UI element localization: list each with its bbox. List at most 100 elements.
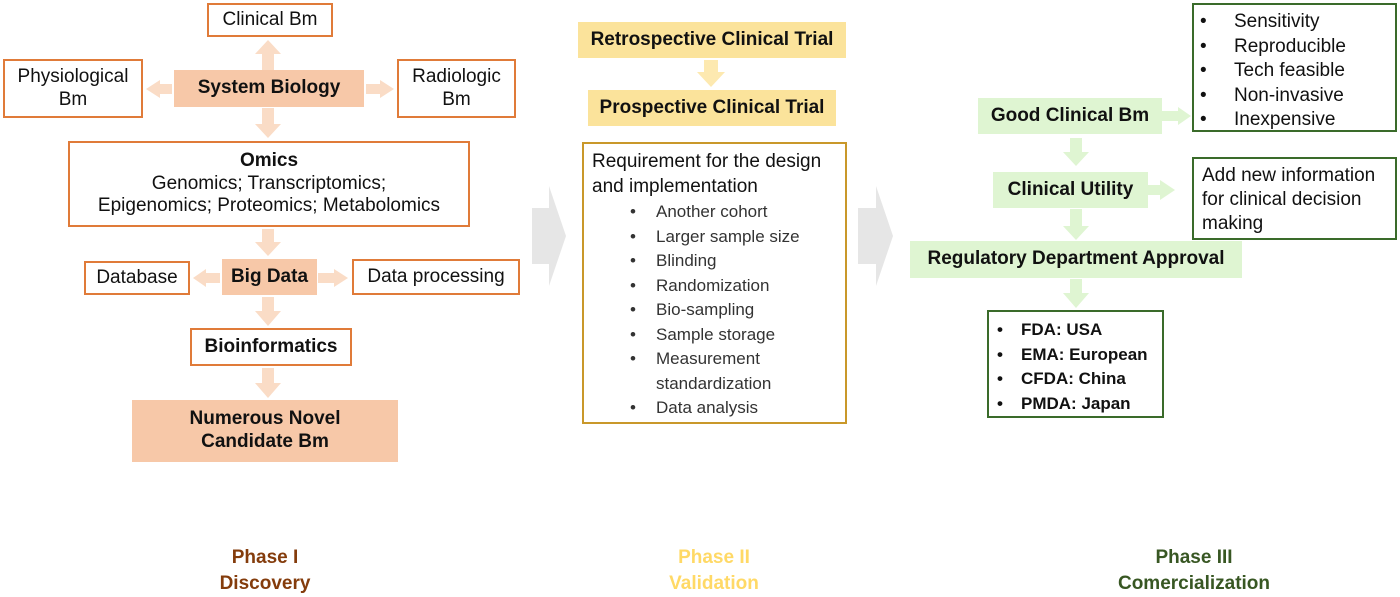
criteria-item: •Reproducible xyxy=(1200,35,1389,60)
agency-item: •PMDA: Japan xyxy=(997,392,1154,417)
database-box: Database xyxy=(84,261,190,295)
data-processing-box: Data processing xyxy=(352,259,520,295)
agencies-list: • FDA: USA • EMA: European •CFDA: China•PMDA… xyxy=(997,318,1154,416)
arrow-to-radiologic xyxy=(366,80,394,98)
requirement-item-text: Measurement standardization xyxy=(656,349,772,393)
agency-item-text: EMA: European xyxy=(1021,344,1148,364)
bullet-icon: • xyxy=(630,275,636,295)
arrow-to-physiological xyxy=(146,80,172,98)
radiologic-bm-box: Radiologic Bm xyxy=(397,59,516,118)
phase-3-label: Phase III Comercialization xyxy=(1094,545,1294,596)
arrow-to-data-processing xyxy=(318,269,348,287)
retrospective-trial-box: Retrospective Clinical Trial xyxy=(578,22,846,58)
bioinformatics-label: Bioinformatics xyxy=(204,335,338,357)
system-biology-label: System Biology xyxy=(197,77,341,99)
retrospective-trial-label: Retrospective Clinical Trial xyxy=(590,28,834,50)
bullet-icon: • xyxy=(630,202,636,222)
system-biology-box: System Biology xyxy=(174,70,364,107)
candidates-label: Numerous Novel Candidate Bm xyxy=(189,408,341,452)
phase-1-label: Phase I Discovery xyxy=(165,545,365,596)
omics-box: Omics Genomics; Transcriptomics; Epigeno… xyxy=(68,141,470,227)
agency-item-text: FDA: USA xyxy=(1021,320,1103,339)
agencies-box: • FDA: USA • EMA: European •CFDA: China•PMDA… xyxy=(987,310,1164,418)
bullet-icon: • xyxy=(997,393,1003,413)
requirement-item-text: Randomization xyxy=(656,275,770,295)
criteria-box: •Sensitivity•Reproducible•Tech feasible•… xyxy=(1192,3,1397,132)
bullet-icon: • xyxy=(630,251,636,271)
agency-item: • FDA: USA xyxy=(997,318,1154,343)
clinical-utility-label: Clinical Utility xyxy=(1007,178,1134,200)
requirement-item: • Measurement standardization xyxy=(630,347,810,396)
omics-title: Omics xyxy=(239,149,299,171)
criteria-item: •Non-invasive xyxy=(1200,84,1389,109)
regulatory-approval-box: Regulatory Department Approval xyxy=(910,241,1242,278)
criteria-list: •Sensitivity•Reproducible•Tech feasible•… xyxy=(1200,10,1389,133)
database-label: Database xyxy=(96,266,178,288)
criteria-item: • Sensitivity xyxy=(1200,10,1389,35)
regulatory-approval-label: Regulatory Department Approval xyxy=(927,248,1225,270)
arrow-to-omics xyxy=(255,108,281,138)
requirement-item: • Data analysis xyxy=(630,396,810,421)
clinical-bm-box: Clinical Bm xyxy=(207,3,333,37)
requirements-title: Requirement for the design and implement… xyxy=(592,151,822,197)
phase-arrow-1-to-2 xyxy=(532,186,566,286)
arrow-to-clinical-bm xyxy=(255,40,281,70)
clinical-bm-label: Clinical Bm xyxy=(222,8,318,30)
big-data-box: Big Data xyxy=(222,259,317,295)
requirement-item: • Blinding xyxy=(630,249,810,274)
criteria-item: • Tech feasible xyxy=(1200,59,1389,84)
requirement-item-text: Sample storage xyxy=(656,324,776,344)
clinical-utility-box: Clinical Utility xyxy=(993,172,1148,208)
phase-2-label: Phase II Validation xyxy=(614,545,814,596)
requirement-item: • Bio-sampling xyxy=(630,298,810,323)
bullet-icon: • xyxy=(630,300,636,320)
phase-2-number: Phase II xyxy=(678,547,750,568)
bullet-icon: • xyxy=(1200,60,1207,81)
bullet-icon: • xyxy=(997,369,1003,388)
requirements-box: Requirement for the design and implement… xyxy=(582,142,847,424)
phase-2-name: Validation xyxy=(669,572,759,594)
utility-note-label: Add new information for clinical decisio… xyxy=(1202,165,1376,235)
arrow-to-database xyxy=(193,269,220,287)
criteria-item-text: Inexpensive xyxy=(1234,109,1336,130)
utility-note-box: Add new information for clinical decisio… xyxy=(1192,157,1397,240)
agency-item: •CFDA: China xyxy=(997,367,1154,392)
physiological-bm-label: Physiological Bm xyxy=(17,65,129,110)
phase-arrow-2-to-3 xyxy=(858,186,893,286)
arrow-to-candidates xyxy=(255,368,281,398)
requirement-item: • Randomization xyxy=(630,274,810,299)
bullet-icon: • xyxy=(1200,109,1207,130)
bullet-icon: • xyxy=(997,344,1003,364)
candidates-box: Numerous Novel Candidate Bm xyxy=(132,400,398,462)
arrow-to-criteria xyxy=(1160,107,1191,125)
bullet-icon: • xyxy=(630,398,636,418)
arrow-retro-to-prospective xyxy=(697,60,725,87)
criteria-item-text: Sensitivity xyxy=(1234,11,1320,32)
criteria-item-text: Tech feasible xyxy=(1234,60,1345,81)
phase-3-number: Phase III xyxy=(1155,547,1233,568)
physiological-bm-box: Physiological Bm xyxy=(3,59,143,118)
phase-1-number: Phase I xyxy=(231,547,299,568)
arrow-regulatory-to-agencies xyxy=(1063,279,1089,308)
agency-item: • EMA: European xyxy=(997,343,1154,368)
bioinformatics-box: Bioinformatics xyxy=(190,328,352,366)
bullet-icon: • xyxy=(630,349,636,369)
requirement-item-text: Data analysis xyxy=(656,398,759,418)
omics-line-2: Epigenomics; Proteomics; Metabolomics xyxy=(97,195,441,217)
bullet-icon: • xyxy=(1200,11,1207,32)
arrow-to-bioinformatics xyxy=(255,297,281,326)
data-processing-label: Data processing xyxy=(367,265,505,287)
arrow-good-to-utility xyxy=(1063,138,1089,166)
requirement-item-text: Blinding xyxy=(656,251,717,271)
phase-3-name: Comercialization xyxy=(1117,572,1271,594)
bullet-icon: • xyxy=(997,320,1003,339)
bullet-icon: • xyxy=(630,324,636,344)
requirement-item-text: Bio-sampling xyxy=(656,300,755,320)
requirement-item: • Sample storage xyxy=(630,323,810,348)
criteria-item-text: Reproducible xyxy=(1234,35,1346,57)
bullet-icon: • xyxy=(1200,84,1207,106)
prospective-trial-box: Prospective Clinical Trial xyxy=(588,90,836,126)
radiologic-bm-label: Radiologic Bm xyxy=(412,65,501,110)
prospective-trial-label: Prospective Clinical Trial xyxy=(599,96,825,118)
